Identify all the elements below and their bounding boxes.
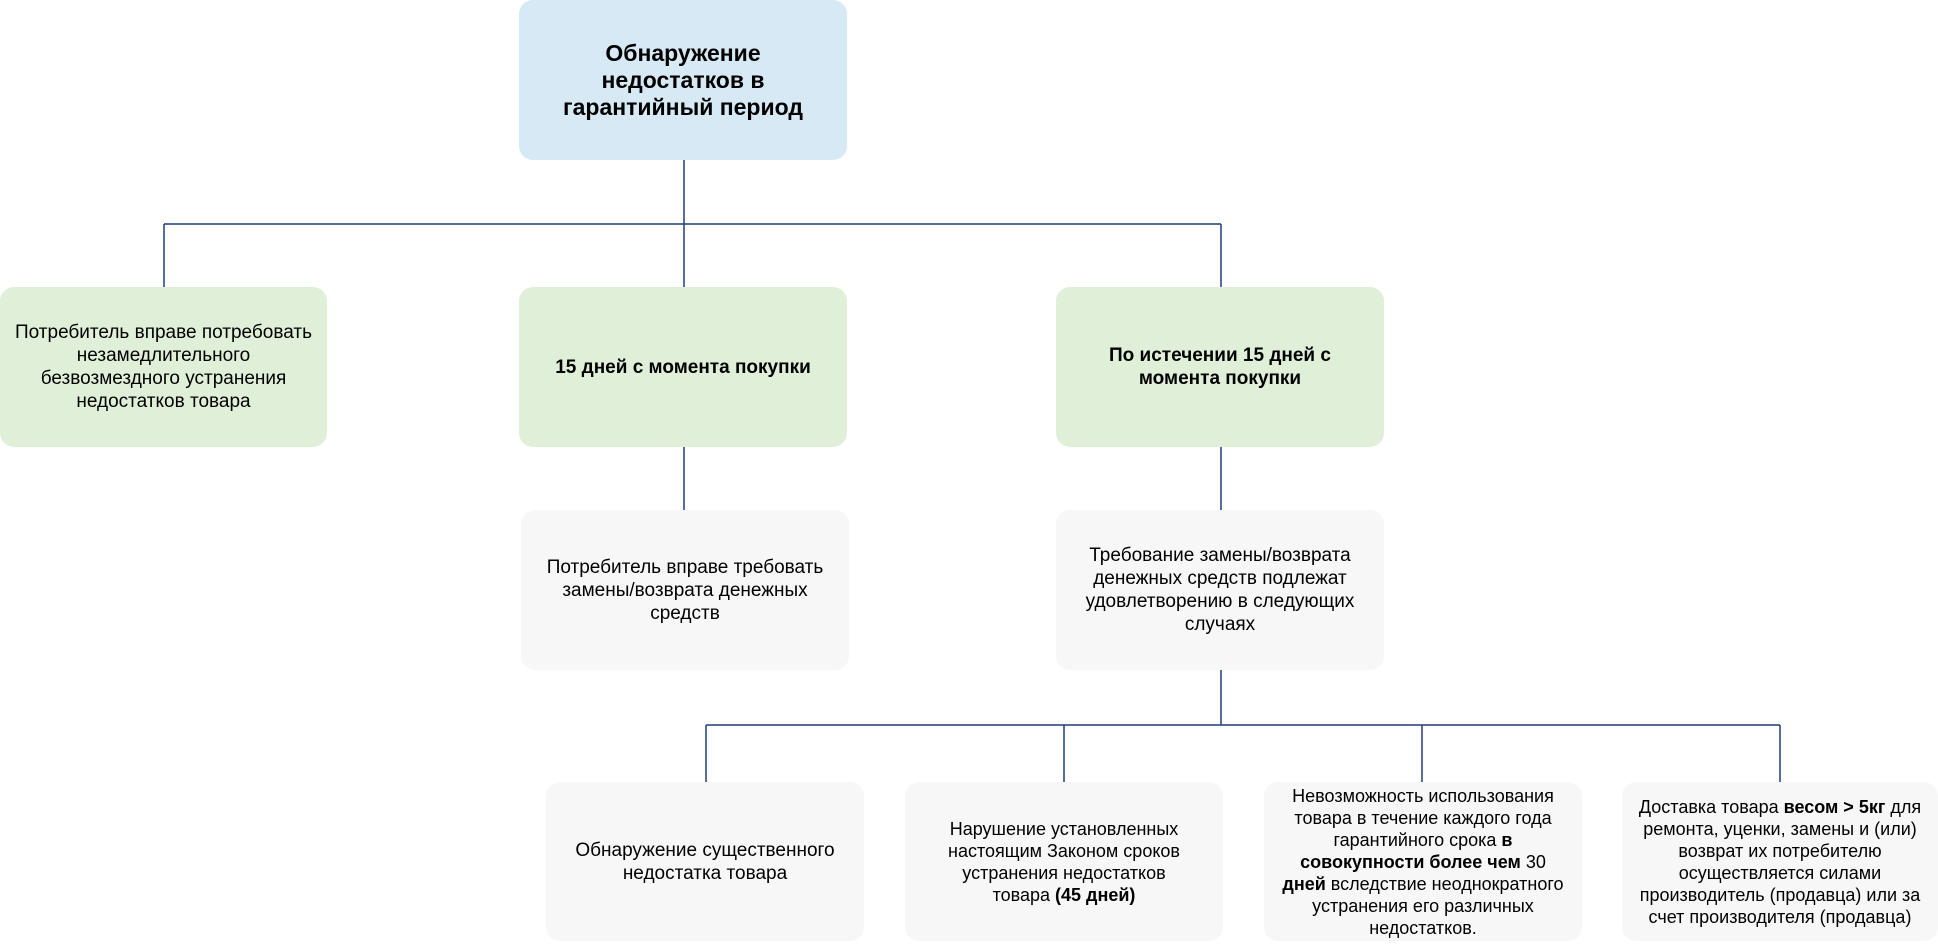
case-30-days-unusable-text: Невозможность использования товара в теч… [1276,785,1570,939]
node-15-days: 15 дней с момента покупки [519,287,847,447]
node-requirement-cases: Требование замены/возврата денежных сред… [1056,510,1384,670]
case-material-defect-text: Обнаружение существенного недостатка тов… [575,839,835,884]
root-node: Обнаружение недостатков в гарантийный пе… [519,0,847,160]
case-2-text-a: Нарушение установленных настоящим Законо… [948,818,1180,905]
case-repair-deadline-violation: Нарушение установленных настоящим Законо… [905,782,1223,941]
case-3-text-c: 30 [1520,851,1546,872]
case-30-days-unusable: Невозможность использования товара в теч… [1264,782,1582,941]
case-4-text-c: для ремонта, уценки, замены и (или) возв… [1639,796,1922,927]
case-heavy-goods-delivery-text: Доставка товара весом > 5кг для ремонта,… [1634,796,1926,928]
case-4-text-a: Доставка товара [1638,796,1784,817]
node-replacement-refund-right: Потребитель вправе требовать замены/возв… [521,510,849,670]
node-immediate-repair-text: Потребитель вправе потребовать незамедли… [15,322,312,412]
case-3-text-e: вследствие неоднократного устранения его… [1312,873,1564,938]
case-material-defect: Обнаружение существенного недостатка тов… [546,782,864,941]
node-immediate-repair: Потребитель вправе потребовать незамедли… [0,287,327,447]
node-replacement-refund-right-text: Потребитель вправе требовать замены/возв… [546,556,824,624]
case-4-text-b: весом > 5кг [1783,796,1886,817]
case-3-text-b: в совокупности более чем [1300,829,1521,872]
node-15-days-text: 15 дней с момента покупки [555,356,811,378]
node-after-15-days: По истечении 15 дней с момента покупки [1056,287,1384,447]
case-3-text-a: Невозможность использования товара в теч… [1292,785,1554,850]
case-heavy-goods-delivery: Доставка товара весом > 5кг для ремонта,… [1622,782,1938,941]
node-requirement-cases-text: Требование замены/возврата денежных сред… [1085,545,1355,635]
node-after-15-days-text: По истечении 15 дней с момента покупки [1109,345,1331,389]
root-title: Обнаружение недостатков в гарантийный пе… [563,39,803,120]
case-repair-deadline-violation-text: Нарушение установленных настоящим Законо… [935,818,1193,906]
case-3-text-d: дней [1282,873,1326,894]
case-2-text-b: (45 дней) [1055,884,1136,905]
